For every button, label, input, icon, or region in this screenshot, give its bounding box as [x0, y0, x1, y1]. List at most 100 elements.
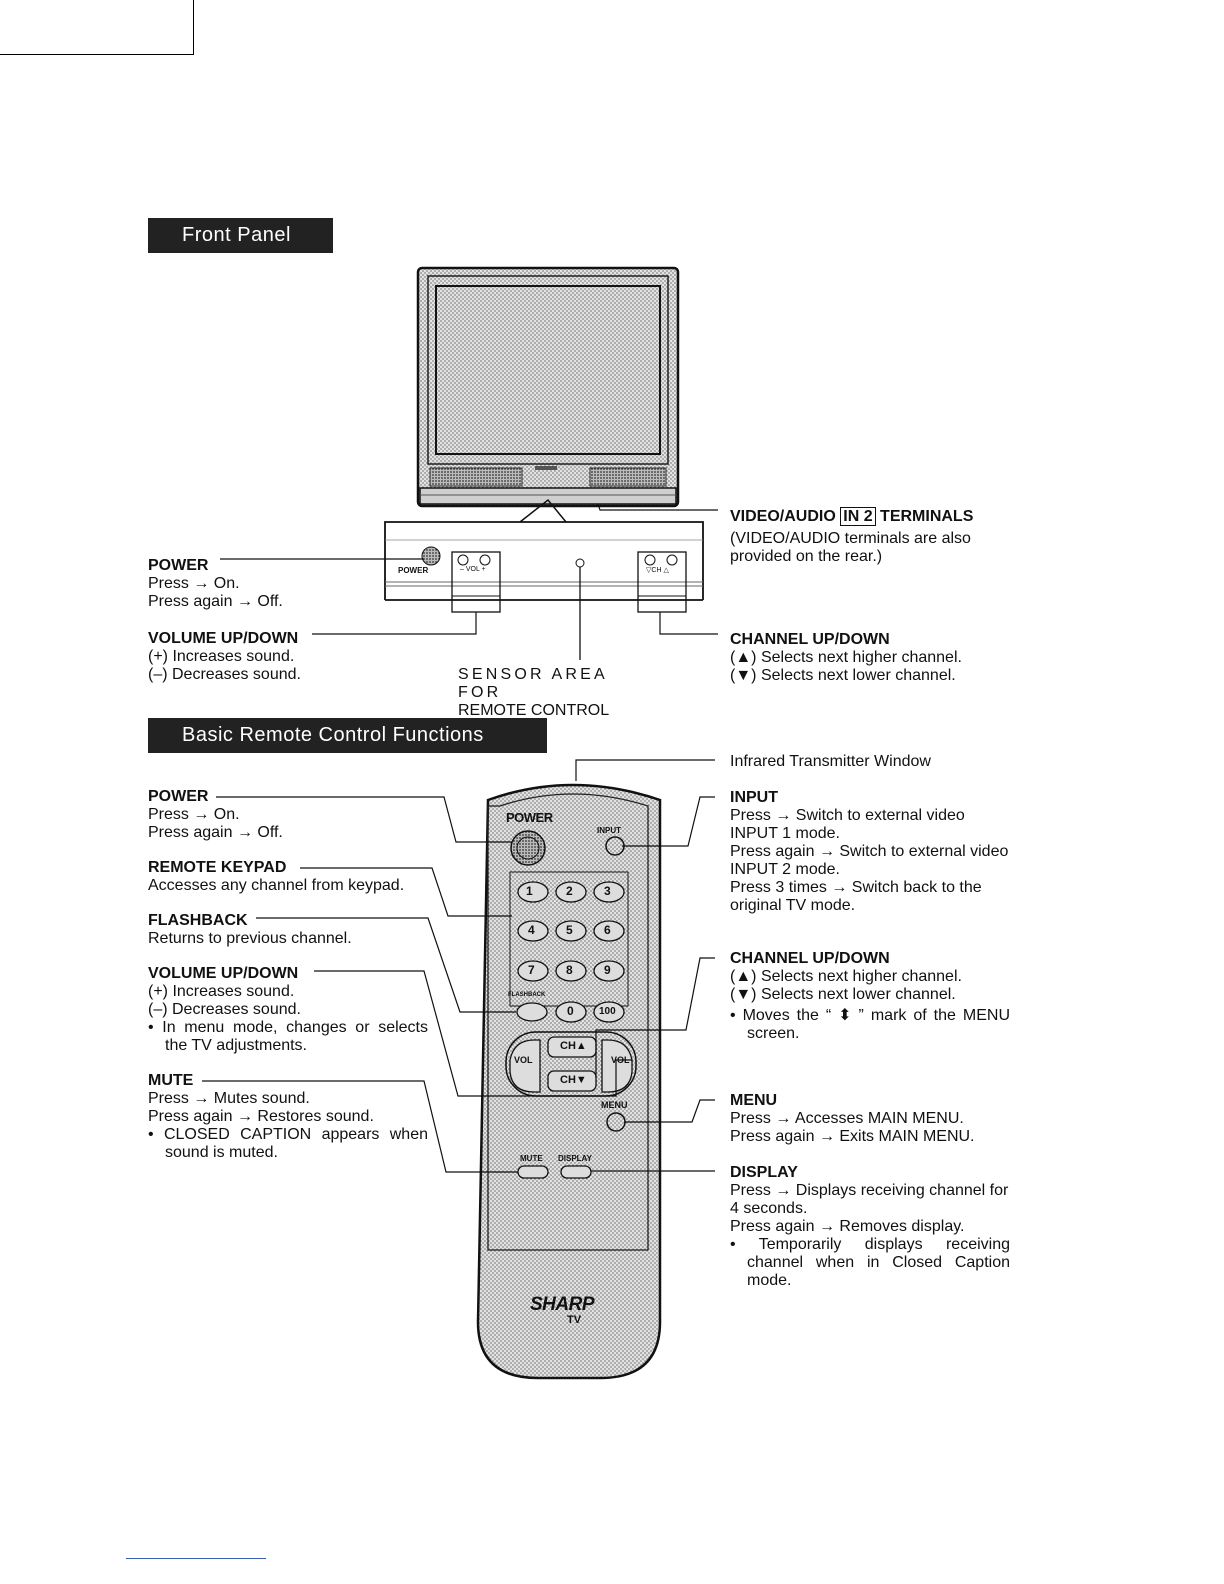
key-9: 9 — [604, 963, 611, 977]
key-7: 7 — [528, 963, 535, 977]
rc-display-annotation: DISPLAY Press → Displays receiving chann… — [730, 1164, 1010, 1290]
infrared-annotation: Infrared Transmitter Window — [730, 753, 1010, 771]
sensor-area-label: SENSOR AREA FOR REMOTE CONTROL — [458, 666, 648, 720]
rc-mute-line: Press again → Restores sound. — [148, 1108, 374, 1125]
fp-volume-heading: VOLUME UP/DOWN — [148, 630, 299, 647]
tv-ch-label: ▽CH △ — [646, 567, 669, 574]
remote-menu-label: MENU — [601, 1100, 628, 1110]
fp-channel-line: (▼) Selects next lower channel. — [730, 667, 956, 684]
rc-display-line: Press → Displays receiving channel for — [730, 1182, 1009, 1199]
rc-menu-line: Press again → Exits MAIN MENU. — [730, 1128, 975, 1145]
remote-illustration — [476, 783, 662, 1380]
rc-input-line: INPUT 1 mode. — [730, 825, 840, 842]
rc-volume-line: (+) Increases sound. — [148, 983, 295, 1000]
rc-flashback-annotation: FLASHBACK Returns to previous channel. — [148, 912, 428, 948]
key-4: 4 — [528, 923, 535, 937]
remote-vol-left-label: VOL — [514, 1055, 533, 1065]
fp-channel-annotation: CHANNEL UP/DOWN (▲) Selects next higher … — [730, 631, 1010, 685]
remote-vol-right-label: VOL — [611, 1055, 630, 1065]
rc-power-annotation: POWER Press → On. Press again → Off. — [148, 788, 428, 842]
fp-video-audio-heading: VIDEO/AUDIO IN 2 TERMINALS — [730, 507, 974, 526]
remote-mute-label: MUTE — [520, 1154, 543, 1163]
rc-menu-line: Press → Accesses MAIN MENU. — [730, 1110, 964, 1127]
key-8: 8 — [566, 963, 573, 977]
sensor-line: SENSOR AREA FOR — [458, 666, 608, 701]
tv-illustration — [416, 266, 718, 523]
rc-flashback-heading: FLASHBACK — [148, 912, 248, 929]
rc-volume-line: (–) Decreases sound. — [148, 1001, 301, 1018]
in2-box: IN 2 — [840, 507, 876, 526]
rc-channel-bullet: • Moves the “ ⬍ ” mark of the MENU scree… — [730, 1007, 1010, 1042]
remote-leader-lines — [202, 759, 715, 1173]
fp-channel-heading: CHANNEL UP/DOWN — [730, 631, 890, 648]
fp-power-line: Press → On. — [148, 575, 240, 592]
rc-mute-heading: MUTE — [148, 1072, 194, 1089]
fp-video-audio-line: provided on the rear.) — [730, 548, 883, 565]
fp-volume-annotation: VOLUME UP/DOWN (+) Increases sound. (–) … — [148, 630, 348, 684]
rc-mute-annotation: MUTE Press → Mutes sound. Press again → … — [148, 1072, 428, 1162]
rc-input-line: Press again → Switch to external video — [730, 843, 1009, 860]
rc-channel-annotation: CHANNEL UP/DOWN (▲) Selects next higher … — [730, 950, 1010, 1043]
rc-menu-heading: MENU — [730, 1092, 778, 1109]
page-corner-tab — [0, 0, 194, 55]
rc-keypad-heading: REMOTE KEYPAD — [148, 859, 287, 876]
remote-ch-up-label: CH▲ — [560, 1040, 587, 1052]
remote-flashback-label: FLASHBACK — [508, 992, 546, 998]
remote-display-label: DISPLAY — [558, 1154, 592, 1163]
rc-display-line: Press again → Removes display. — [730, 1218, 965, 1235]
remote-functions-banner: Basic Remote Control Functions — [148, 718, 547, 753]
remote-input-label: INPUT — [597, 826, 621, 835]
key-5: 5 — [566, 923, 573, 937]
footer-rule — [126, 1558, 266, 1559]
remote-brand-logo: SHARP — [530, 1294, 595, 1315]
sensor-line: REMOTE CONTROL — [458, 702, 610, 719]
rc-display-heading: DISPLAY — [730, 1164, 798, 1181]
rc-display-line: 4 seconds. — [730, 1200, 808, 1217]
rc-volume-heading: VOLUME UP/DOWN — [148, 965, 299, 982]
rc-input-line: Press → Switch to external video — [730, 807, 965, 824]
rc-channel-heading: CHANNEL UP/DOWN — [730, 950, 890, 967]
key-6: 6 — [604, 923, 611, 937]
rc-input-annotation: INPUT Press → Switch to external video I… — [730, 789, 1010, 915]
front-panel-illustration — [220, 521, 718, 660]
fp-video-audio-line: (VIDEO/AUDIO terminals are also — [730, 530, 971, 547]
rc-channel-line: (▲) Selects next higher channel. — [730, 968, 962, 985]
fp-volume-line: (+) Increases sound. — [148, 648, 295, 665]
rc-keypad-annotation: REMOTE KEYPAD Accesses any channel from … — [148, 859, 428, 895]
rc-input-line: INPUT 2 mode. — [730, 861, 840, 878]
rc-menu-annotation: MENU Press → Accesses MAIN MENU. Press a… — [730, 1092, 1010, 1146]
rc-power-heading: POWER — [148, 788, 209, 805]
remote-brand-sub: TV — [567, 1314, 582, 1326]
rc-power-line: Press again → Off. — [148, 824, 283, 841]
remote-power-label: POWER — [506, 810, 553, 825]
rc-input-line: Press 3 times → Switch back to the — [730, 879, 982, 896]
fp-volume-line: (–) Decreases sound. — [148, 666, 301, 683]
key-1: 1 — [526, 884, 533, 898]
rc-keypad-line: Accesses any channel from keypad. — [148, 877, 405, 894]
rc-power-line: Press → On. — [148, 806, 240, 823]
rc-volume-annotation: VOLUME UP/DOWN (+) Increases sound. (–) … — [148, 965, 428, 1055]
rc-mute-bullet: • CLOSED CAPTION appears when sound is m… — [148, 1126, 428, 1161]
rc-flashback-line: Returns to previous channel. — [148, 930, 352, 947]
key-2: 2 — [566, 884, 573, 898]
fp-video-audio-annotation: VIDEO/AUDIO IN 2 TERMINALS (VIDEO/AUDIO … — [730, 507, 1010, 566]
rc-channel-line: (▼) Selects next lower channel. — [730, 986, 956, 1003]
fp-power-annotation: POWER Press → On. Press again → Off. — [148, 557, 348, 611]
front-panel-banner: Front Panel — [148, 218, 333, 253]
rc-input-heading: INPUT — [730, 789, 778, 806]
rc-display-bullet: • Temporarily displays receiving channel… — [730, 1236, 1010, 1289]
rc-mute-line: Press → Mutes sound. — [148, 1090, 310, 1107]
key-0: 0 — [567, 1004, 574, 1018]
remote-ch-down-label: CH▼ — [560, 1074, 587, 1086]
fp-power-line: Press again → Off. — [148, 593, 283, 610]
rc-input-line: original TV mode. — [730, 897, 856, 914]
infrared-label: Infrared Transmitter Window — [730, 753, 931, 770]
fp-channel-line: (▲) Selects next higher channel. — [730, 649, 962, 666]
tv-vol-label: – VOL + — [460, 566, 486, 573]
fp-power-heading: POWER — [148, 557, 209, 574]
tv-power-label: POWER — [398, 566, 429, 575]
key-3: 3 — [604, 884, 611, 898]
rc-volume-bullet: • In menu mode, changes or selects the T… — [148, 1019, 428, 1054]
key-100: 100 — [599, 1006, 616, 1017]
